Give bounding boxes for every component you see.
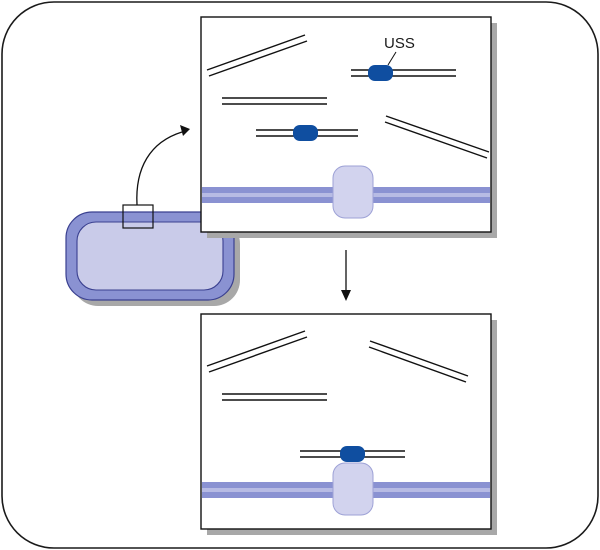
zoom-box xyxy=(122,204,154,229)
bottom-panel xyxy=(200,313,497,535)
zoom-arrow xyxy=(136,125,190,206)
dna-fragment xyxy=(208,336,308,373)
dna-fragment xyxy=(208,40,308,77)
dna-fragment xyxy=(206,330,306,367)
dna-fragment xyxy=(368,346,467,383)
uss-site xyxy=(293,125,318,141)
dna-fragment xyxy=(206,34,306,71)
bacterial-cell xyxy=(65,204,240,306)
uss-site xyxy=(368,65,393,81)
cell-interior xyxy=(76,221,224,291)
bottom-receptor xyxy=(332,462,374,516)
top-receptor xyxy=(332,165,374,219)
dna-fragment xyxy=(385,115,490,153)
uss-label: USS xyxy=(384,35,415,52)
uss-leader-line xyxy=(387,51,397,66)
bottom-dna-fragments xyxy=(206,330,469,458)
top-panel: USS xyxy=(200,16,497,238)
down-arrow xyxy=(341,250,351,301)
uss-site-bound xyxy=(340,446,365,462)
dna-fragment xyxy=(369,340,469,377)
dna-fragment xyxy=(384,121,488,159)
